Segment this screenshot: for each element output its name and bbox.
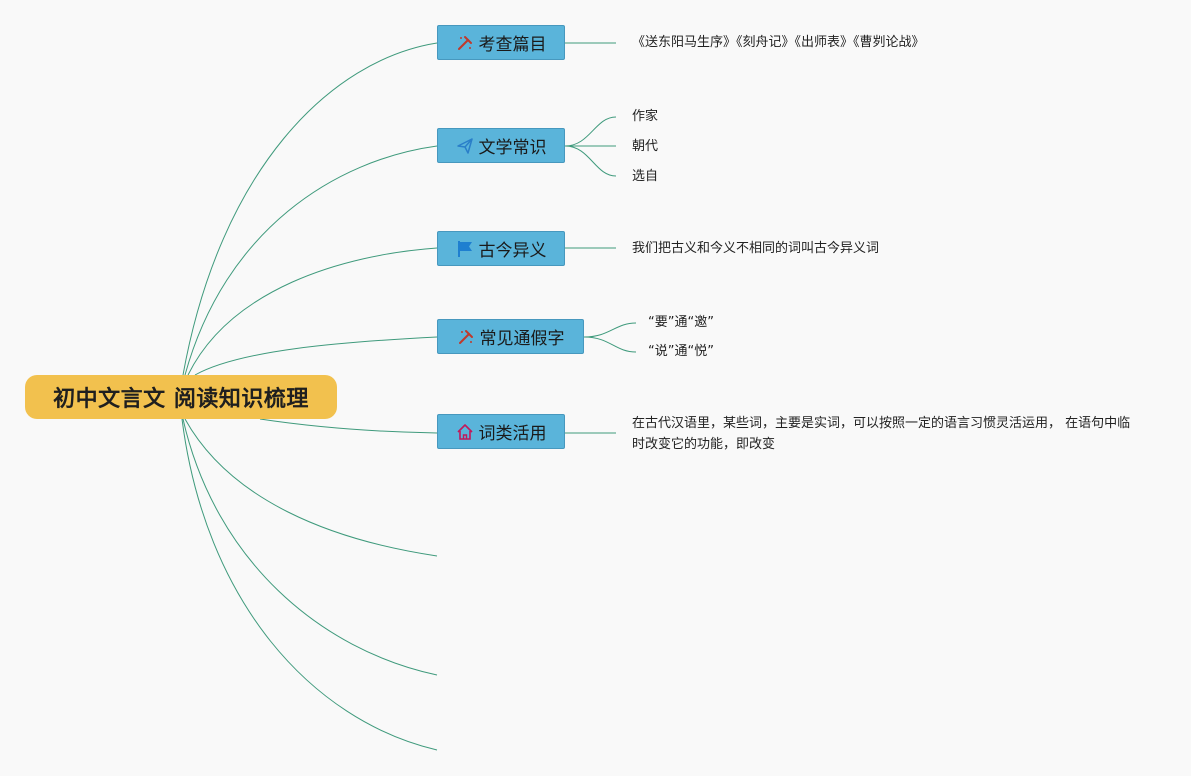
- branch-label: 古今异义: [478, 241, 547, 261]
- branch-topic-interchangeable-characters[interactable]: 常见通假字: [437, 319, 584, 354]
- leaf-interchangeable-1[interactable]: “要”通“邀”: [648, 315, 714, 330]
- connector-root-to-branch-3: [187, 247, 438, 376]
- leaf-interchangeable-2[interactable]: “说”通“悦”: [648, 344, 714, 359]
- branch-topic-word-class-flexible-use[interactable]: 词类活用: [437, 414, 565, 449]
- connector-root-to-branch-2: [184, 145, 438, 376]
- connector-root-empty-2: [182, 418, 438, 676]
- connector-root-to-branch-5: [259, 418, 438, 434]
- leaf-word-class-definition[interactable]: 在古代汉语里，某些词，主要是实词，可以按照一定的语言习惯灵活运用， 在语句中临时…: [632, 416, 1131, 452]
- connector-branch-2-leaf-1: [564, 116, 617, 147]
- leaf-ancient-modern-definition[interactable]: 我们把古义和今义不相同的词叫古今异义词: [632, 241, 880, 256]
- pick-axe-icon: [457, 328, 475, 346]
- connector-root-empty-1: [184, 418, 438, 557]
- root-topic[interactable]: 初中文言文 阅读知识梳理: [25, 375, 337, 419]
- branch-topic-exam-texts[interactable]: 考查篇目: [437, 25, 565, 60]
- leaf-author[interactable]: 作家: [632, 109, 659, 124]
- branch-topic-ancient-modern-meaning[interactable]: 古今异义: [437, 231, 565, 266]
- connector-branch-2-leaf-3: [564, 145, 617, 177]
- pick-axe-icon: [456, 34, 474, 52]
- branch-label: 文学常识: [478, 138, 547, 158]
- connector-root-to-branch-4: [194, 336, 438, 376]
- branch-topic-literary-knowledge[interactable]: 文学常识: [437, 128, 565, 163]
- connector-branch-4-leaf-1: [583, 322, 637, 338]
- leaf-exam-texts[interactable]: 《送东阳马生序》《刻舟记》《出师表》《曹刿论战》: [632, 35, 925, 50]
- branch-label: 词类活用: [478, 424, 547, 444]
- branch-label: 考查篇目: [478, 35, 547, 55]
- paper-plane-icon: [456, 137, 474, 155]
- branch-label: 常见通假字: [479, 329, 565, 349]
- leaf-dynasty[interactable]: 朝代: [632, 139, 659, 154]
- connector-root-empty-3: [181, 418, 438, 751]
- connector-root-to-branch-1: [182, 42, 438, 376]
- connector-branch-4-leaf-2: [583, 336, 637, 353]
- home-icon: [456, 423, 474, 441]
- leaf-source[interactable]: 选自: [632, 169, 659, 184]
- flag-icon: [456, 240, 474, 258]
